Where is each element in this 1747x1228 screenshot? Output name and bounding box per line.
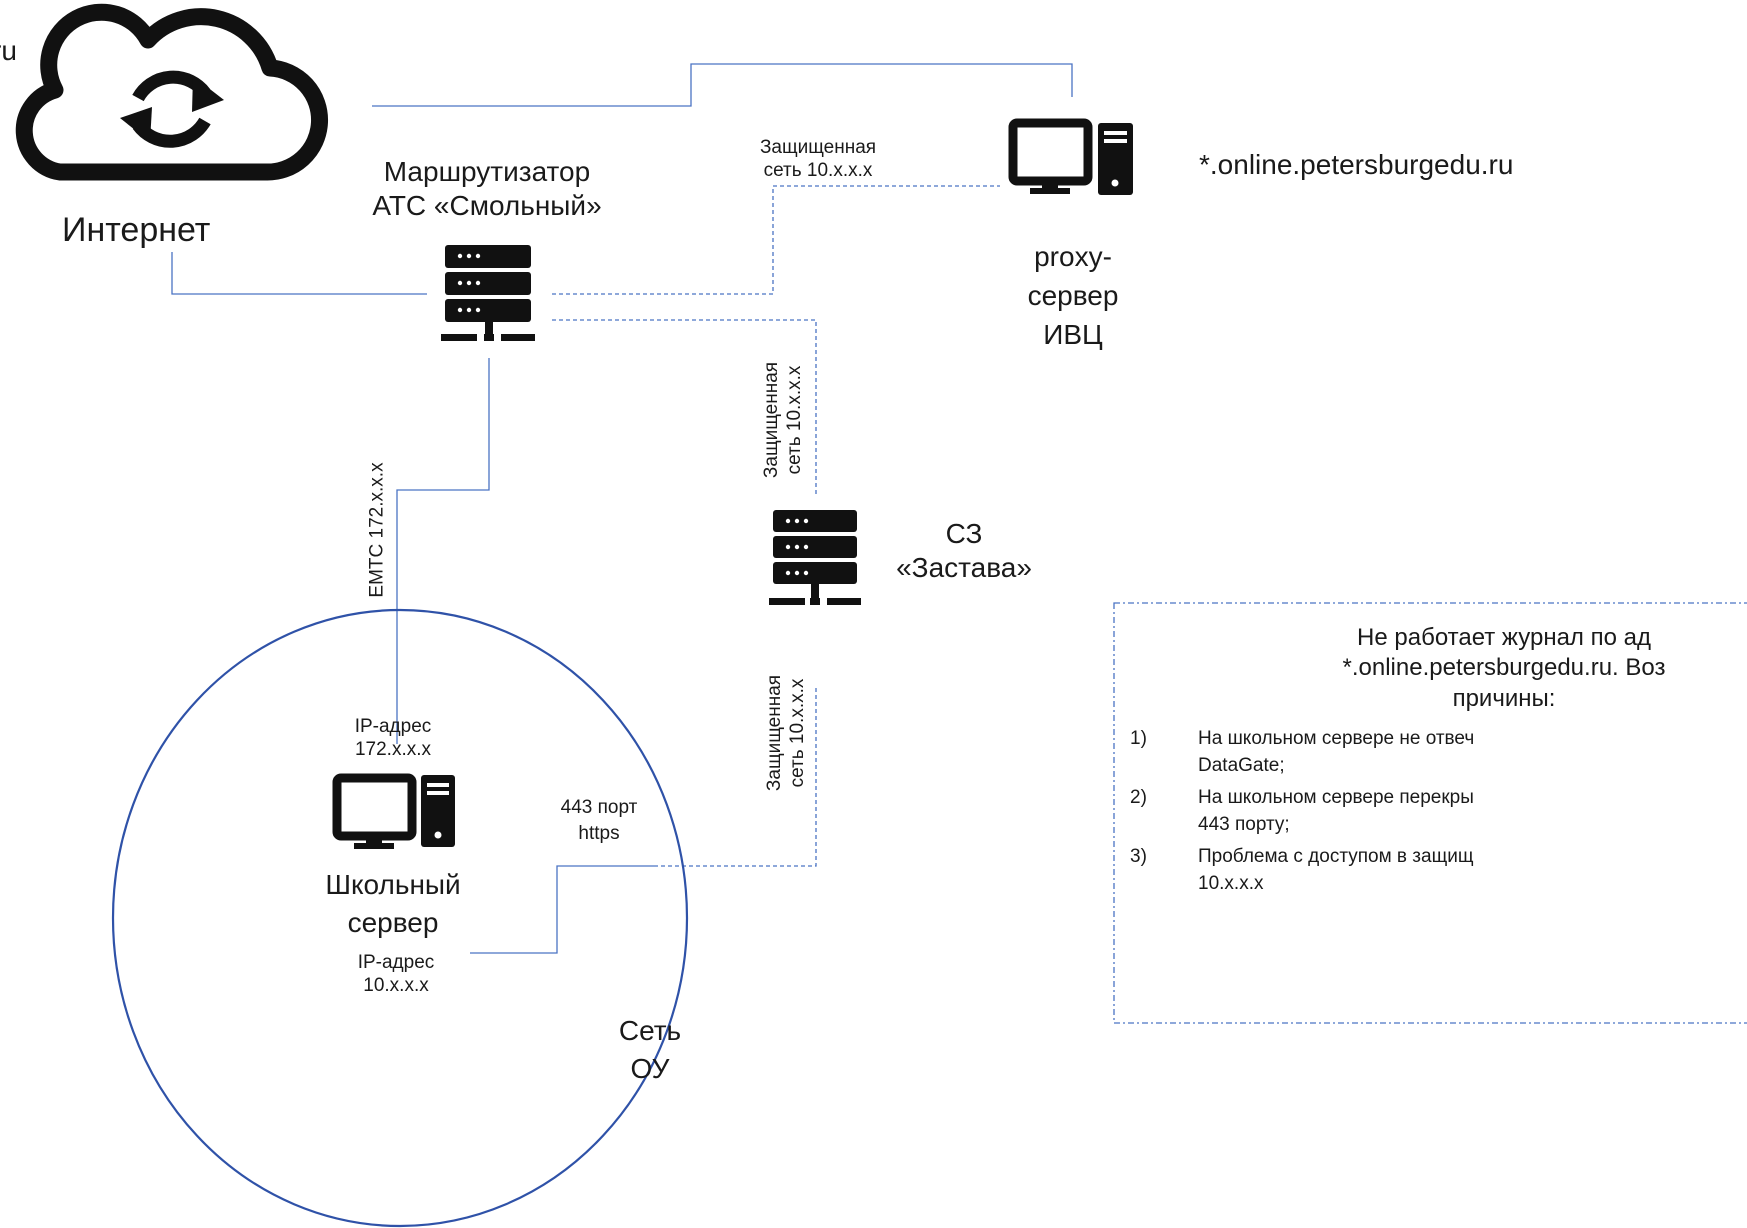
- school-server-label-line2: сервер: [347, 907, 439, 939]
- link-router-proxy-label: Защищенная сеть 10.x.x.x: [752, 136, 884, 182]
- link-sz-school-label-line2: сеть 10.x.x.x: [787, 678, 808, 788]
- note-border: [1113, 602, 1747, 1024]
- cloud-sync-icon: [15, 3, 328, 181]
- school-network-label-line2: ОУ: [630, 1053, 670, 1085]
- internet-label: Интернет: [62, 211, 211, 249]
- link-router-proxy-secure: [552, 185, 1000, 295]
- school-ip-bottom-line1: IP-адрес: [357, 952, 435, 973]
- router-label: Маршрутизатор АТС «Смольный»: [370, 155, 604, 223]
- school-server-label: Школьный сервер: [310, 868, 476, 940]
- list-item-number: 3): [1130, 846, 1147, 868]
- issue-note-heading-line3: причины:: [1452, 684, 1556, 712]
- list-item-line1: Проблема с доступом в защищ: [1198, 846, 1474, 868]
- port-label: 443 порт https: [545, 796, 653, 845]
- issue-note-list: 1) На школьном сервере не отвеч DataGate…: [1114, 726, 1747, 904]
- sz-label: СЗ «Застава»: [885, 517, 1043, 585]
- link-router-sz-label-line1: Защищенная: [760, 361, 782, 479]
- list-item: 1) На школьном сервере не отвеч DataGate…: [1114, 726, 1747, 779]
- proxy-label: proxy- сервер ИВЦ: [1013, 240, 1133, 352]
- link-sz-school-label: Защищенная сеть 10.x.x.x: [763, 675, 809, 791]
- computer-icon-school: [332, 773, 455, 849]
- school-ip-top-line1: IP-адрес: [354, 716, 432, 737]
- link-school-port443: [470, 865, 656, 954]
- link-router-school-emts: [396, 358, 490, 744]
- list-item-number: 2): [1130, 787, 1147, 809]
- link-router-sz-label-line2: сеть 10.x.x.x: [784, 365, 805, 475]
- server-rack-icon-router: [441, 245, 535, 341]
- link-router-school-label: ЕМТС 172.x.x.x: [366, 462, 388, 598]
- list-item-line2: 10.x.x.x: [1198, 872, 1264, 894]
- school-ip-bottom: IP-адрес 10.x.x.x: [333, 951, 459, 997]
- school-ip-top: IP-адрес 172.x.x.x: [330, 715, 456, 761]
- port-label-line1: 443 порт: [560, 797, 638, 818]
- school-network-label-line1: Сеть: [618, 1015, 682, 1046]
- computer-icon-proxy: [1008, 118, 1133, 195]
- list-item-number: 1): [1130, 728, 1147, 749]
- issue-note-heading-line2: *.online.petersburgedu.ru. Воз: [1342, 654, 1666, 682]
- port-label-line2: https: [578, 823, 620, 845]
- proxy-label-line3: ИВЦ: [1043, 319, 1103, 351]
- link-router-sz-secure: [552, 319, 817, 494]
- school-server-label-line1: Школьный: [325, 869, 461, 900]
- sz-label-line2: «Застава»: [896, 552, 1032, 584]
- proxy-domain: *.online.petersburgedu.ru: [1199, 149, 1514, 180]
- link-router-proxy-label-line2: сеть 10.x.x.x: [763, 160, 873, 182]
- link-router-sz-label: Защищенная сеть 10.x.x.x: [760, 362, 806, 478]
- list-item-line1: На школьном сервере перекры: [1198, 787, 1474, 809]
- proxy-label-line1: proxy-: [1034, 241, 1112, 272]
- link-router-proxy-label-line1: Защищенная: [759, 137, 877, 158]
- list-item-line2: 443 порту;: [1198, 813, 1290, 835]
- issue-note-heading-line1: Не работает журнал по ад: [1357, 624, 1651, 651]
- sz-label-line1: СЗ: [945, 518, 983, 549]
- school-ip-bottom-line2: 10.x.x.x: [363, 975, 429, 997]
- list-item-line1: На школьном сервере не отвеч: [1198, 728, 1475, 749]
- list-item: 2) На школьном сервере перекры 443 порту…: [1114, 785, 1747, 838]
- school-network-label: Сеть ОУ: [605, 1014, 695, 1086]
- cloud-domain-fragment: ru: [0, 35, 17, 66]
- school-network-ellipse: [111, 608, 689, 1228]
- router-label-line2: АТС «Смольный»: [372, 190, 602, 222]
- list-item: 3) Проблема с доступом в защищ 10.x.x.x: [1114, 844, 1747, 897]
- link-internet-router: [171, 252, 427, 295]
- issue-note-heading: Не работает журнал по ад *.online.peters…: [1114, 623, 1747, 714]
- issue-note: Не работает журнал по ад *.online.peters…: [1114, 603, 1747, 1023]
- school-ip-top-line2: 172.x.x.x: [354, 739, 432, 761]
- link-internet-proxy: [372, 63, 1073, 107]
- list-item-line2: DataGate;: [1198, 754, 1285, 776]
- router-label-line1: Маршрутизатор: [383, 156, 591, 187]
- server-rack-icon-sz: [769, 510, 861, 605]
- link-sz-school-secure: [656, 688, 817, 867]
- proxy-label-line2: сервер: [1027, 280, 1119, 312]
- link-sz-school-label-line1: Защищенная: [763, 674, 785, 792]
